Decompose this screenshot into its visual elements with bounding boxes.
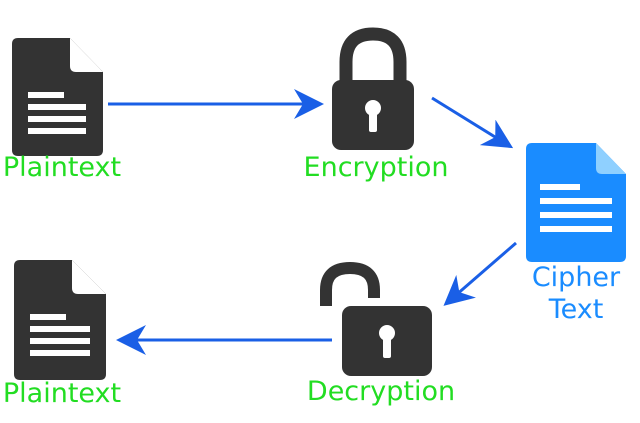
arrow-encryption-to-cipher <box>431 96 514 149</box>
plaintext-top-document-icon <box>12 38 103 156</box>
plaintext-bottom-document-icon <box>14 260 106 380</box>
decryption-label: Decryption <box>306 376 456 407</box>
encryption-label: Encryption <box>303 152 449 183</box>
plaintext-top-label: Plaintext <box>2 152 122 183</box>
cipher-text-label: Cipher Text <box>522 262 630 326</box>
plaintext-bottom-label: Plaintext <box>2 378 122 409</box>
cipher-label-line1: Cipher <box>531 262 621 293</box>
padlock-open-icon <box>320 261 432 376</box>
cipher-label-line2: Text <box>548 294 604 325</box>
padlock-closed-icon <box>332 27 414 150</box>
cipher-document-icon <box>526 143 626 262</box>
arrow-cipher-to-decryption <box>443 241 517 306</box>
